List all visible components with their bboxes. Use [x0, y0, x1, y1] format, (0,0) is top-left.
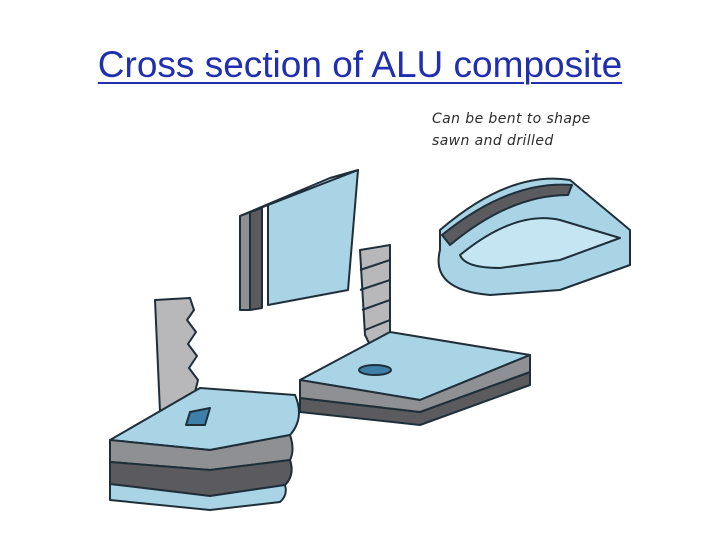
saw-cut-slot — [185, 407, 211, 426]
vertical-panel-core-mid — [239, 211, 251, 311]
sawn-panel-bottom — [109, 483, 287, 511]
bent-panel-core — [441, 183, 573, 246]
slide-title[interactable]: Cross section of ALU composite — [97, 44, 623, 85]
vertical-panel-face — [267, 169, 359, 306]
vertical-panel-core-dark — [249, 207, 263, 311]
sawn-panel — [109, 387, 300, 511]
drilled-panel — [299, 331, 531, 426]
note-sawn-and-drilled: sawn and drilled — [432, 133, 554, 149]
vertical-panel-top — [239, 169, 359, 217]
annotation-notes: Can be bent to shape sawn and drilled — [432, 108, 672, 152]
drilled-panel-core-mid — [299, 354, 531, 413]
bent-panel-inner — [459, 217, 621, 269]
bent-panel — [437, 177, 631, 296]
vertical-panel — [239, 169, 359, 311]
drill-hole — [358, 364, 392, 376]
alu-composite-illustration — [109, 169, 631, 511]
note-bent-to-shape: Can be bent to shape — [432, 111, 591, 127]
